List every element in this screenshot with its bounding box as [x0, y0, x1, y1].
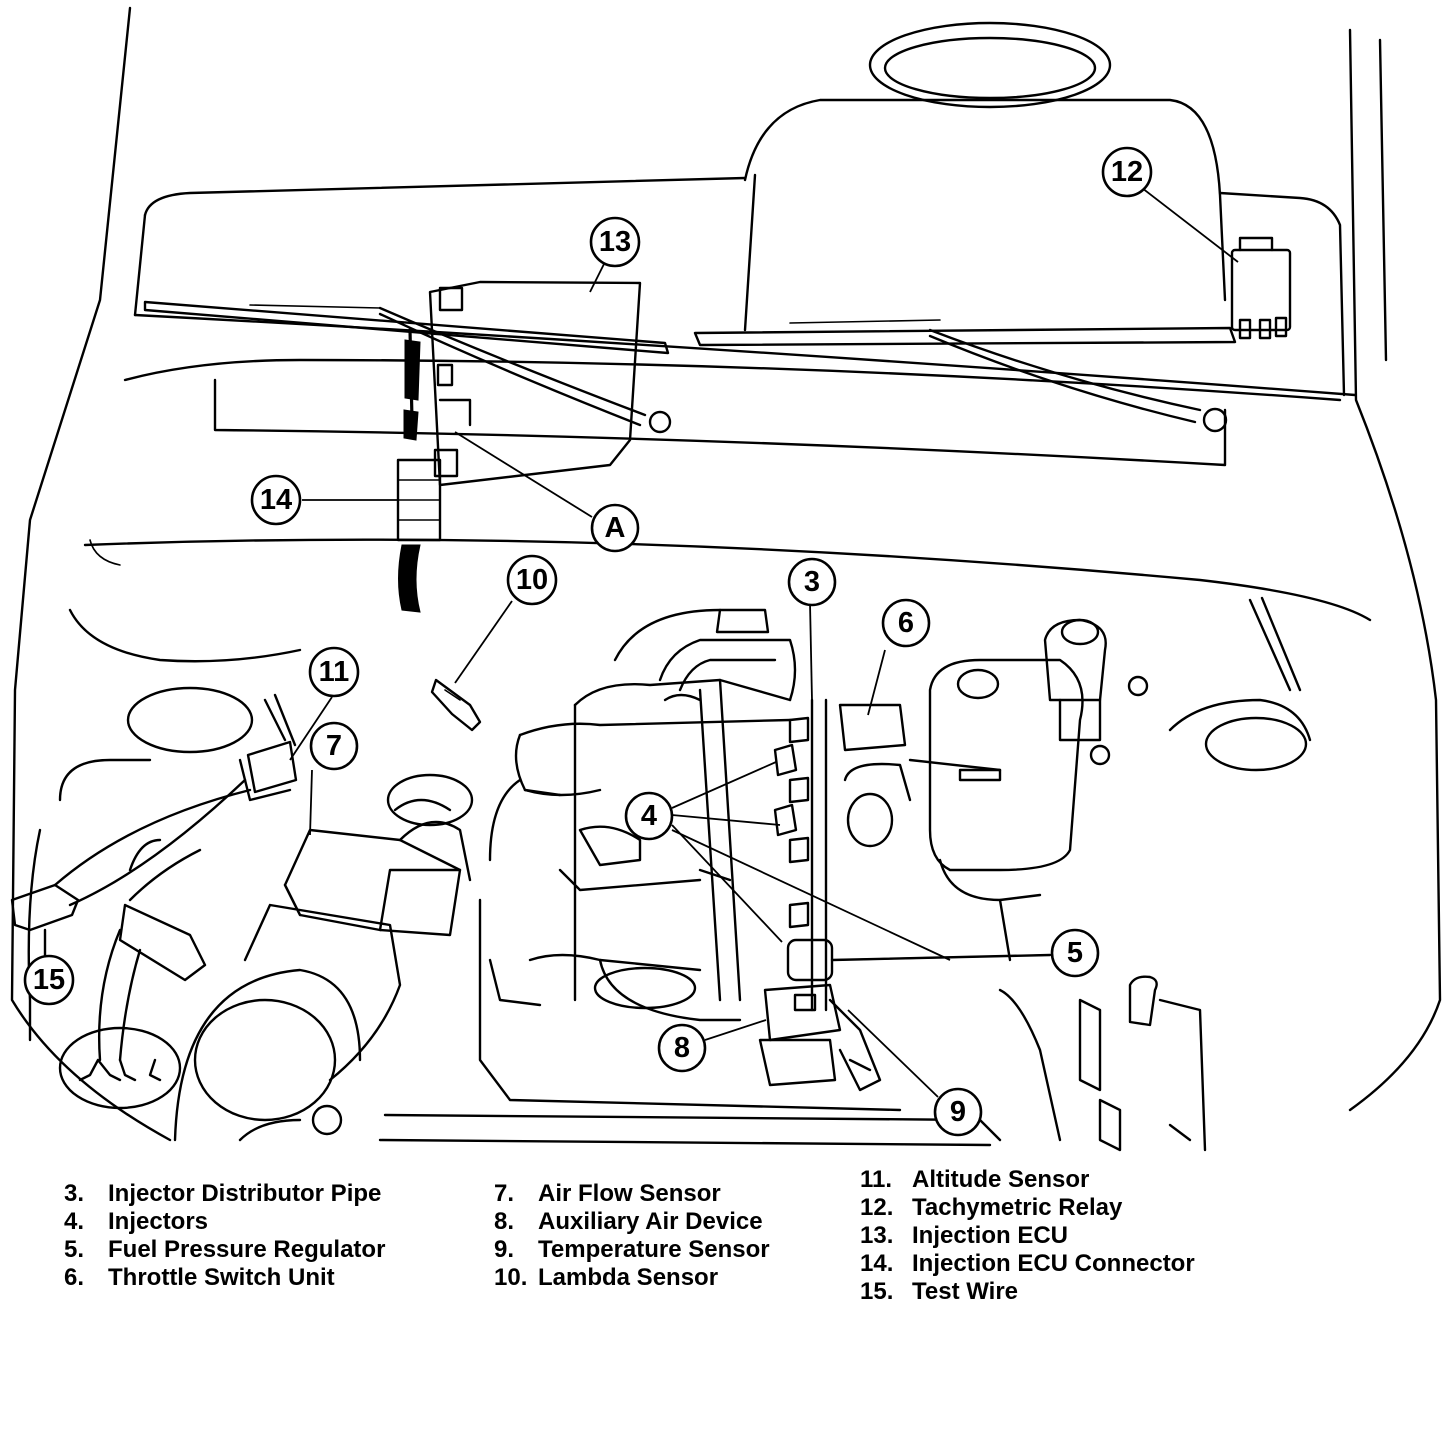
callout-14-text: 14	[260, 484, 292, 516]
left-suspension-area	[29, 610, 300, 1108]
callout-7-text: 7	[326, 730, 342, 762]
legend-label: Temperature Sensor	[538, 1236, 770, 1263]
legend-item: 7. Air Flow Sensor	[494, 1180, 770, 1208]
legend-label: Fuel Pressure Regulator	[108, 1236, 386, 1263]
callout-6: 6	[883, 600, 929, 646]
callout-10-text: 10	[516, 564, 548, 596]
legend-number: 14.	[860, 1250, 894, 1277]
callout-13: 13	[591, 218, 639, 266]
legend-label: Test Wire	[912, 1278, 1019, 1305]
callout-7: 7	[311, 723, 357, 769]
callout-9-text: 9	[950, 1096, 966, 1128]
injector-rail	[775, 700, 826, 1010]
legend-label: Injection ECU	[912, 1222, 1069, 1249]
callout-3-text: 3	[804, 566, 820, 598]
leader-lines	[45, 188, 1238, 1097]
auxiliary-air-device	[760, 985, 840, 1085]
temperature-sensor	[830, 1000, 880, 1090]
legend-item: 15. Test Wire	[860, 1278, 1195, 1306]
legend-number: 12.	[860, 1194, 894, 1221]
callout-5: 5	[1052, 930, 1098, 976]
callout-5-text: 5	[1067, 937, 1083, 969]
wipers	[145, 302, 1235, 432]
legend-number: 15.	[860, 1278, 894, 1305]
callout-13-text: 13	[599, 226, 631, 258]
legend-item: 5. Fuel Pressure Regulator	[64, 1236, 385, 1264]
callout-8: 8	[659, 1025, 705, 1071]
car-body-outline	[12, 8, 1440, 1140]
throttle-switch-unit	[840, 705, 1000, 846]
legend-label: Lambda Sensor	[538, 1264, 719, 1291]
callout-11: 11	[310, 648, 358, 696]
legend-column-2: 7. Air Flow Sensor 8. Auxiliary Air Devi…	[494, 1180, 770, 1292]
brake-master-cylinder	[1045, 620, 1147, 764]
altitude-sensor	[240, 695, 296, 800]
legend-number: 11.	[860, 1166, 893, 1193]
legend-label: Altitude Sensor	[912, 1166, 1090, 1193]
legend-label: Injector Distributor Pipe	[108, 1180, 382, 1207]
legend-number: 13.	[860, 1222, 894, 1249]
callout-12-text: 12	[1111, 156, 1143, 188]
legend-column-3: 11. Altitude Sensor 12. Tachymetric Rela…	[860, 1166, 1195, 1306]
windscreen-area	[135, 23, 1344, 465]
battery-housing	[930, 660, 1083, 960]
callout-a: A	[592, 505, 638, 551]
legend-number: 9.	[494, 1236, 515, 1263]
callout-3: 3	[789, 559, 835, 605]
legend-item: 9. Temperature Sensor	[494, 1236, 770, 1264]
legend-number: 7.	[494, 1180, 515, 1207]
ignition-leads	[99, 840, 205, 1060]
callout-10: 10	[508, 556, 556, 604]
tachymetric-relay	[1232, 238, 1290, 338]
callout-12: 12	[1103, 148, 1151, 196]
callout-14: 14	[252, 476, 300, 524]
legend-number: 5.	[64, 1236, 85, 1263]
legend-label: Injection ECU Connector	[912, 1250, 1195, 1277]
legend-number: 8.	[494, 1208, 515, 1235]
legend-label: Air Flow Sensor	[538, 1180, 721, 1207]
legend-label: Injectors	[108, 1208, 209, 1235]
test-wire	[12, 780, 250, 960]
callout-8-text: 8	[674, 1032, 690, 1064]
callout-15: 15	[25, 956, 73, 1004]
callout-6-text: 6	[898, 607, 914, 639]
legend-item: 10. Lambda Sensor	[494, 1264, 770, 1292]
ecu-connector-cable	[398, 330, 440, 612]
right-suspension-area	[1000, 598, 1310, 1150]
legend-item: 11. Altitude Sensor	[860, 1166, 1195, 1194]
legend-item: 6. Throttle Switch Unit	[64, 1264, 385, 1292]
air-filter-box	[175, 905, 400, 1140]
legend-number: 6.	[64, 1264, 85, 1291]
coolant-hoses	[615, 610, 795, 700]
callout-11-text: 11	[319, 656, 350, 688]
legend-label: Auxiliary Air Device	[538, 1208, 763, 1235]
callout-9: 9	[935, 1089, 981, 1135]
legend-item: 4. Injectors	[64, 1208, 385, 1236]
callout-4: 4	[626, 793, 672, 839]
legend-item: 13. Injection ECU	[860, 1222, 1195, 1250]
lambda-sensor	[432, 680, 480, 730]
callout-4-text: 4	[641, 800, 657, 832]
legend-column-1: 3. Injector Distributor Pipe 4. Injector…	[64, 1180, 385, 1292]
legend-item: 8. Auxiliary Air Device	[494, 1208, 770, 1236]
engine-bay-diagram: 3 4 5 6 7 8 9 10 11 12 13 14	[0, 0, 1456, 1160]
callout-15-text: 15	[33, 964, 65, 996]
legend-label: Throttle Switch Unit	[108, 1264, 335, 1291]
legend-item: 14. Injection ECU Connector	[860, 1250, 1195, 1278]
callout-a-text: A	[605, 512, 626, 544]
legend-number: 3.	[64, 1180, 85, 1207]
engine-block	[380, 680, 1000, 1145]
legend-item: 12. Tachymetric Relay	[860, 1194, 1195, 1222]
legend-item: 3. Injector Distributor Pipe	[64, 1180, 385, 1208]
legend-number: 10.	[494, 1264, 528, 1291]
air-flow-sensor	[285, 775, 472, 935]
legend-number: 4.	[64, 1208, 85, 1235]
legend-label: Tachymetric Relay	[912, 1194, 1123, 1221]
